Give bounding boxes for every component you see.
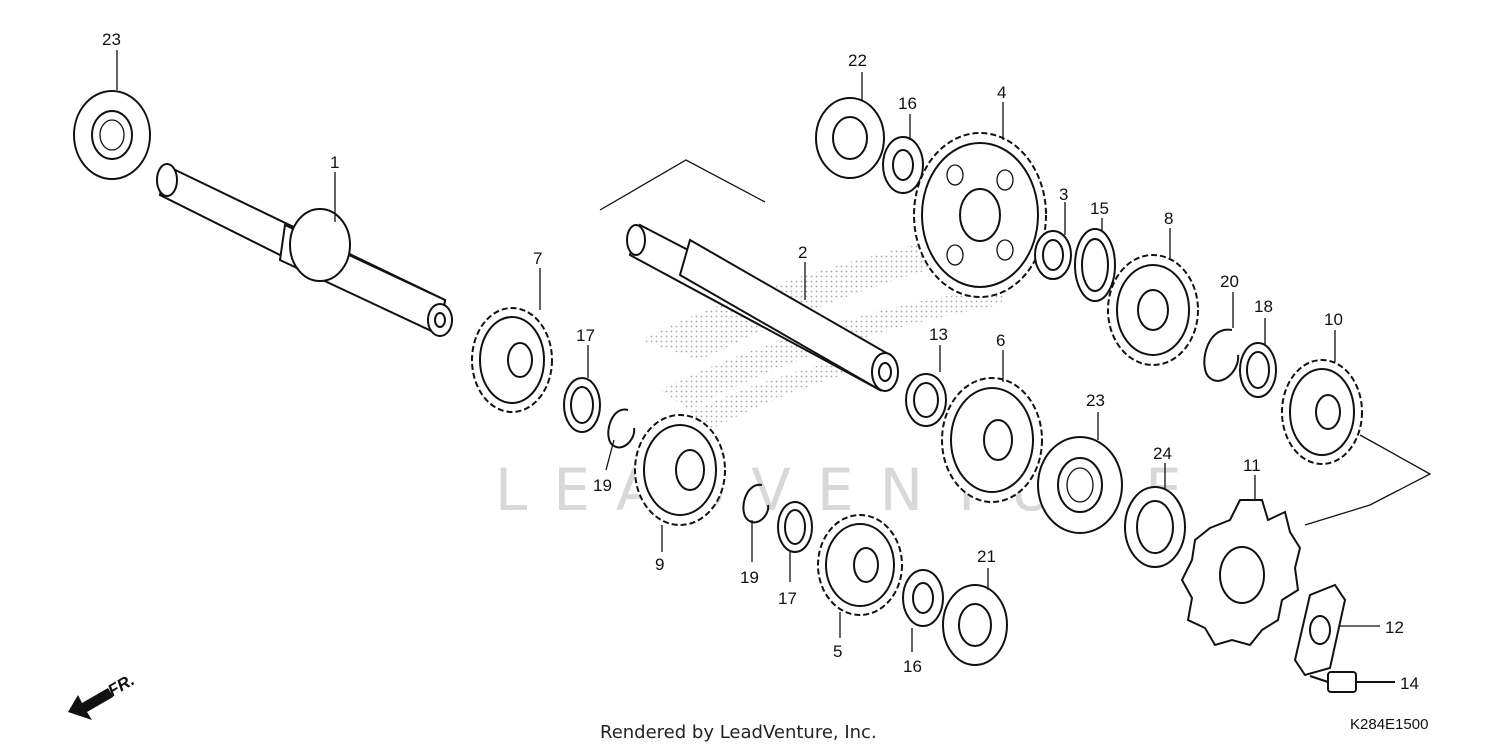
part-label-8: 8 <box>1164 209 1173 228</box>
bearing-23-top <box>73 90 151 180</box>
washer-17-bottom <box>777 501 813 553</box>
gear-4 <box>913 132 1047 298</box>
part-label-9: 9 <box>655 555 664 574</box>
diagram-code: K284E1500 <box>1350 716 1428 733</box>
countershaft-1 <box>156 163 453 337</box>
bolt-14 <box>1309 671 1395 693</box>
part-label-15: 15 <box>1090 199 1109 218</box>
washer-16-bottom <box>902 569 944 627</box>
part-label-13: 13 <box>929 325 948 344</box>
part-label-12: 12 <box>1385 618 1404 637</box>
front-direction-indicator: FR. <box>68 670 138 720</box>
plate-12 <box>1293 583 1347 677</box>
sprocket-11 <box>1180 499 1302 647</box>
bearing-22 <box>815 97 885 179</box>
part-label-23-bottom: 23 <box>1086 391 1105 410</box>
part-label-16-top: 16 <box>898 94 917 113</box>
bearing-23-bottom <box>1037 436 1123 534</box>
part-label-6: 6 <box>996 331 1005 350</box>
washer-16-top <box>882 136 924 194</box>
gear-5 <box>817 514 903 616</box>
part-label-1: 1 <box>330 153 339 172</box>
mainshaft-2 <box>626 223 899 392</box>
assembly-brackets <box>599 159 1432 526</box>
gear-7 <box>471 307 553 413</box>
washer-15 <box>1074 228 1116 302</box>
part-label-17-left: 17 <box>576 326 595 345</box>
part-label-7: 7 <box>533 249 542 268</box>
front-arrow-icon <box>68 688 113 720</box>
part-label-16-bottom: 16 <box>903 657 922 676</box>
bushing-13 <box>905 373 947 427</box>
part-label-11: 11 <box>1243 456 1261 475</box>
part-label-17-bottom: 17 <box>778 589 797 608</box>
part-label-21: 21 <box>977 547 996 566</box>
gear-8 <box>1107 254 1199 366</box>
part-label-24: 24 <box>1153 444 1172 463</box>
circlip-19-left <box>607 408 636 449</box>
bearing-21 <box>942 584 1008 666</box>
leader-lines <box>116 50 1380 652</box>
circlip-20 <box>1203 328 1240 382</box>
part-label-19-bottom: 19 <box>740 568 759 587</box>
gear-9 <box>634 414 726 526</box>
footer-credit: Rendered by LeadVenture, Inc. <box>600 722 877 743</box>
bushing-3 <box>1034 230 1072 280</box>
part-label-18: 18 <box>1254 297 1273 316</box>
part-label-2: 2 <box>798 243 807 262</box>
part-label-14: 14 <box>1400 674 1419 693</box>
gear-6 <box>941 377 1043 503</box>
washer-18 <box>1239 342 1277 398</box>
part-labels: 23 1 22 16 4 3 15 8 2 7 20 18 10 17 13 6… <box>102 30 1419 693</box>
part-label-10: 10 <box>1324 310 1343 329</box>
part-label-4: 4 <box>997 83 1006 102</box>
circlip-19-bottom <box>742 483 770 524</box>
part-label-19-left: 19 <box>593 476 612 495</box>
oil-seal-24 <box>1124 486 1186 568</box>
washer-17-left <box>563 377 601 433</box>
part-label-3: 3 <box>1059 185 1068 204</box>
part-label-20: 20 <box>1220 272 1239 291</box>
gear-10 <box>1281 359 1363 465</box>
part-label-22: 22 <box>848 51 867 70</box>
part-label-5: 5 <box>833 642 842 661</box>
part-label-23-top: 23 <box>102 30 121 49</box>
